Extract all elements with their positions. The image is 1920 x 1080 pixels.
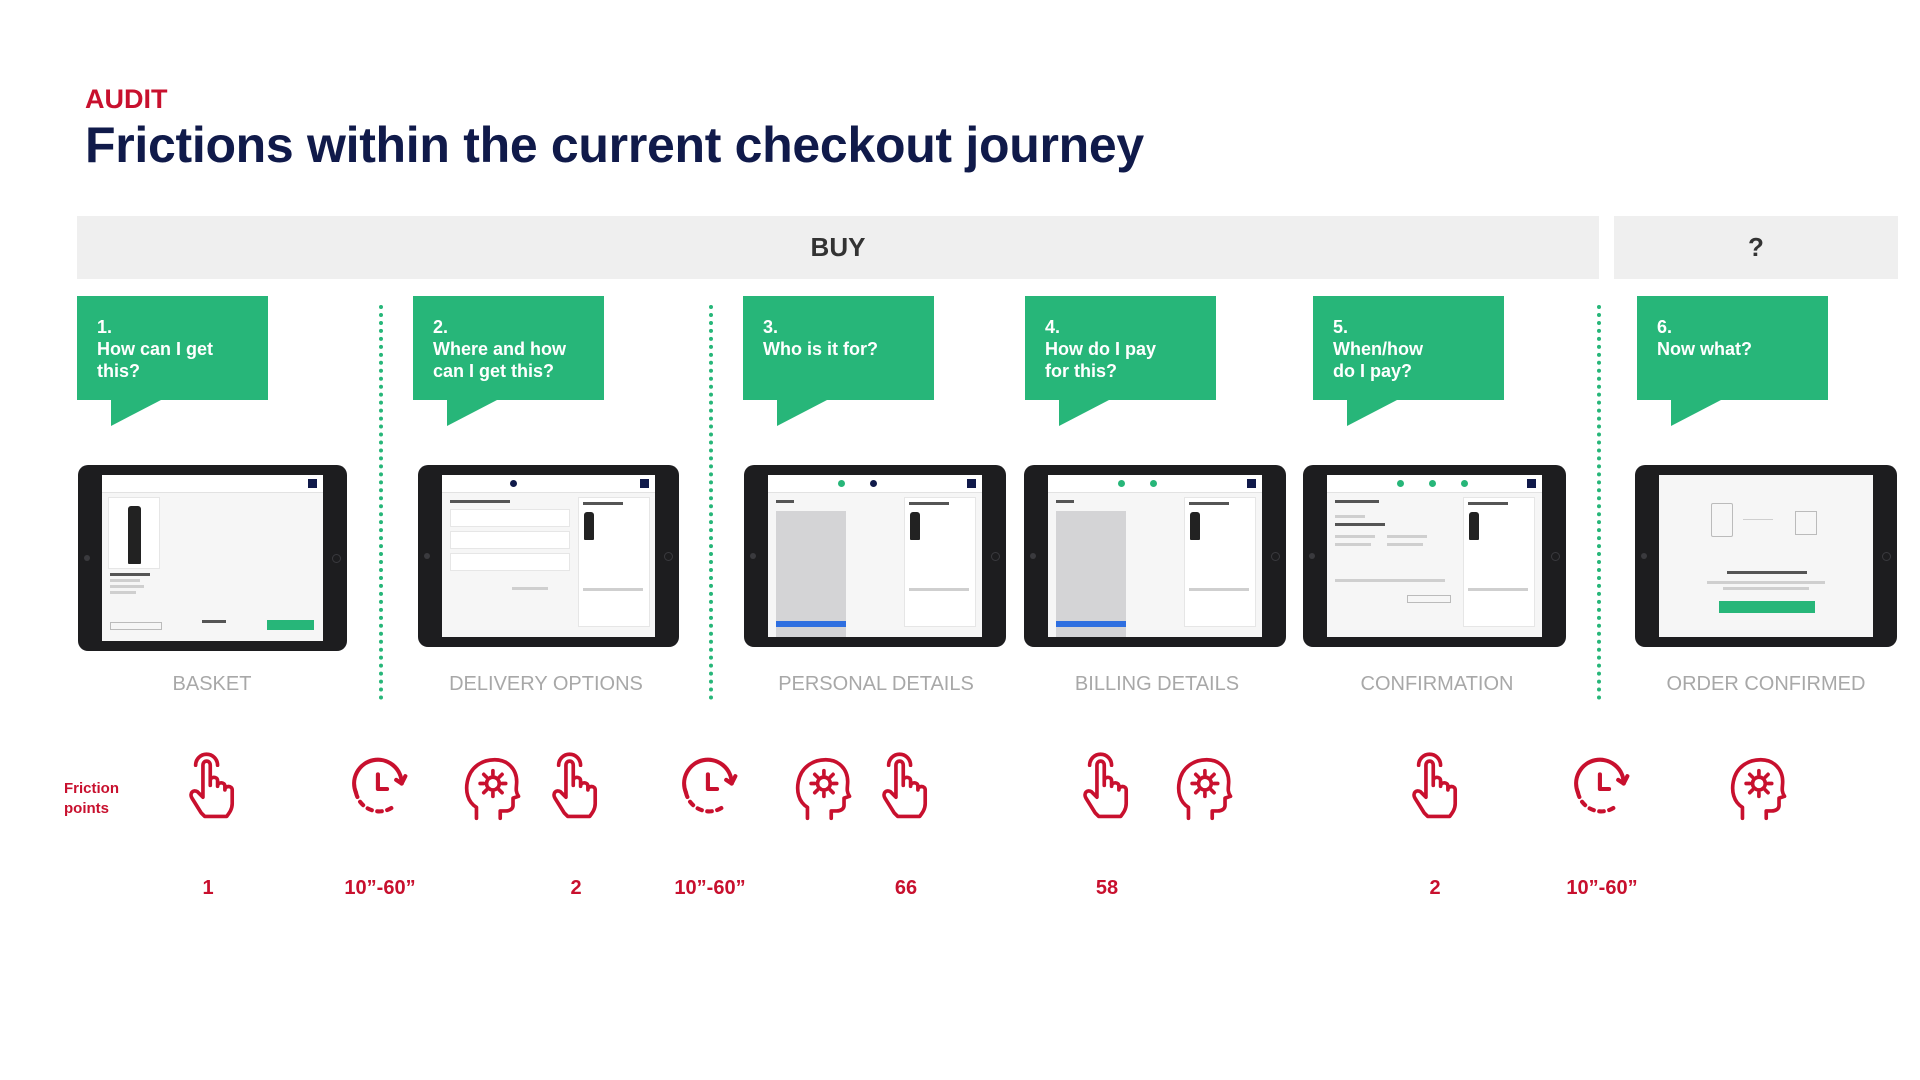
question-bubble-1: 1. How can I get this? bbox=[77, 296, 268, 426]
step-label-confirmation: CONFIRMATION bbox=[1360, 673, 1514, 695]
section-eyebrow: AUDIT bbox=[85, 84, 168, 114]
personal-details-screen bbox=[768, 475, 982, 637]
order-confirmed-screen bbox=[1659, 475, 1873, 637]
question-bubble-5: 5. When/how do I pay? bbox=[1313, 296, 1504, 426]
timer-icon bbox=[345, 750, 409, 828]
question-bubble-6: 6. Now what? bbox=[1637, 296, 1828, 426]
friction-count: 2 bbox=[1429, 877, 1441, 899]
tablet-billing-details bbox=[1024, 465, 1286, 647]
step-label-delivery-options: DELIVERY OPTIONS bbox=[449, 673, 643, 695]
step-divider bbox=[709, 305, 713, 700]
billing-details-screen bbox=[1048, 475, 1262, 637]
step-label-billing-details: BILLING DETAILS bbox=[1074, 673, 1240, 695]
tap-hand-icon bbox=[874, 750, 938, 828]
tablet-order-confirmed bbox=[1635, 465, 1897, 647]
step-divider bbox=[1597, 305, 1601, 700]
question-bubble-2: 2. Where and how can I get this? bbox=[413, 296, 604, 426]
tablet-confirmation bbox=[1303, 465, 1566, 647]
tap-hand-icon bbox=[1075, 750, 1139, 828]
step-label-basket: BASKET bbox=[172, 673, 252, 695]
tablet-personal-details bbox=[744, 465, 1006, 647]
question-bubble-4: 4. How do I pay for this? bbox=[1025, 296, 1216, 426]
friction-count: 10”-60” bbox=[1566, 877, 1638, 899]
tap-hand-icon bbox=[1404, 750, 1468, 828]
thinking-head-icon bbox=[1172, 750, 1236, 828]
step-label-order-confirmed: ORDER CONFIRMED bbox=[1666, 673, 1866, 695]
tap-hand-icon bbox=[181, 750, 245, 828]
question-bubble-3: 3. Who is it for? bbox=[743, 296, 934, 426]
phase-band-unknown: ? bbox=[1614, 216, 1898, 279]
tablet-basket bbox=[78, 465, 347, 651]
thinking-head-icon bbox=[460, 750, 524, 828]
timer-icon bbox=[1567, 750, 1631, 828]
delivery-screen bbox=[442, 475, 655, 637]
basket-screen bbox=[102, 475, 323, 641]
page-title: Frictions within the current checkout jo… bbox=[85, 117, 1144, 173]
tap-hand-icon bbox=[544, 750, 608, 828]
friction-count: 2 bbox=[570, 877, 582, 899]
phase-band-buy: BUY bbox=[77, 216, 1599, 279]
friction-count: 58 bbox=[1095, 877, 1119, 899]
thinking-head-icon bbox=[1726, 750, 1790, 828]
friction-count: 10”-60” bbox=[674, 877, 746, 899]
confirmation-screen bbox=[1327, 475, 1542, 637]
friction-count: 66 bbox=[894, 877, 918, 899]
friction-count: 10”-60” bbox=[344, 877, 416, 899]
friction-points-label: Friction points bbox=[64, 780, 119, 817]
step-label-personal-details: PERSONAL DETAILS bbox=[778, 673, 974, 695]
timer-icon bbox=[675, 750, 739, 828]
friction-count: 1 bbox=[202, 877, 214, 899]
tablet-delivery-options bbox=[418, 465, 679, 647]
step-divider bbox=[379, 305, 383, 700]
thinking-head-icon bbox=[791, 750, 855, 828]
